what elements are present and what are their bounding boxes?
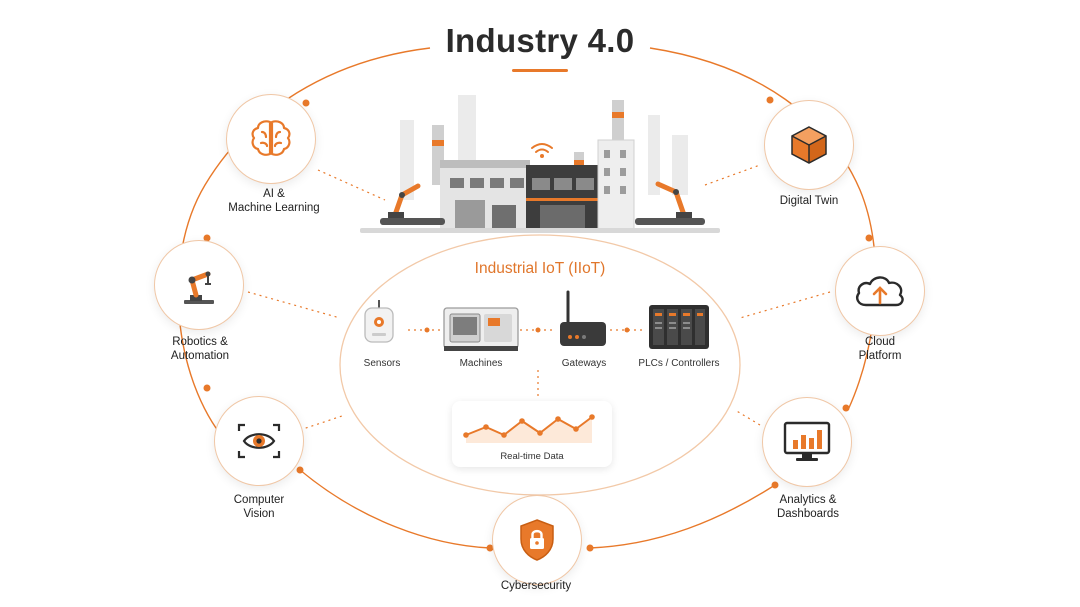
ai-ml-label: AI & Machine Learning: [228, 188, 320, 214]
robotics-label: Robotics & Automation: [170, 336, 230, 362]
page-title: Industry 4.0: [445, 22, 635, 59]
sensors-label: Sensors: [363, 358, 401, 369]
cybersecurity-label: Cybersecurity: [500, 580, 572, 592]
digital-twin-label: Digital Twin: [779, 195, 839, 207]
gateway-router-icon: [560, 290, 606, 346]
cnc-machine-icon: [443, 307, 519, 351]
robot-arm-icon: [184, 271, 214, 304]
realtime-data-card: Real-time Data: [452, 401, 612, 467]
analytics-label: Analytics & Dashboards: [776, 494, 839, 520]
shield-lock-icon: [520, 519, 554, 561]
machines-device: [442, 304, 520, 357]
eye-scan-icon: [237, 423, 281, 459]
robotics-node: [154, 240, 244, 330]
outer-ring-arc-left-top: [177, 47, 431, 441]
cybersecurity-node: [492, 495, 582, 585]
sensor-icon: [364, 300, 394, 343]
cloud-upload-icon: [856, 276, 904, 307]
plcs-device: [648, 304, 710, 355]
sensors-device: [361, 298, 397, 351]
cube-icon: [791, 126, 827, 164]
gateways-device: [558, 290, 608, 355]
brain-icon: [251, 120, 291, 156]
outer-ring-arc-right-top: [649, 47, 877, 411]
gateways-label: Gateways: [561, 358, 607, 369]
line-chart-icon: [463, 414, 595, 443]
factory-illustration: [360, 95, 720, 233]
iiot-title: Industrial IoT (IIoT): [474, 260, 606, 277]
analytics-node: [762, 397, 852, 487]
title-underline: [512, 69, 568, 72]
cloud-label: Cloud Platform: [858, 336, 902, 362]
digital-twin-node: [764, 100, 854, 190]
ai-ml-node: [226, 94, 316, 184]
bar-chart-monitor-icon: [783, 421, 831, 461]
outer-ring-arc-left-bottom: [299, 469, 491, 549]
cloud-node: [835, 246, 925, 336]
plc-rack-icon: [649, 305, 709, 349]
outer-ring-arc-right-bottom: [589, 484, 776, 549]
vision-label: Computer Vision: [233, 494, 285, 520]
vision-node: [214, 396, 304, 486]
realtime-data-label: Real-time Data: [500, 451, 564, 462]
machines-label: Machines: [459, 358, 503, 369]
plcs-label: PLCs / Controllers: [638, 358, 720, 369]
